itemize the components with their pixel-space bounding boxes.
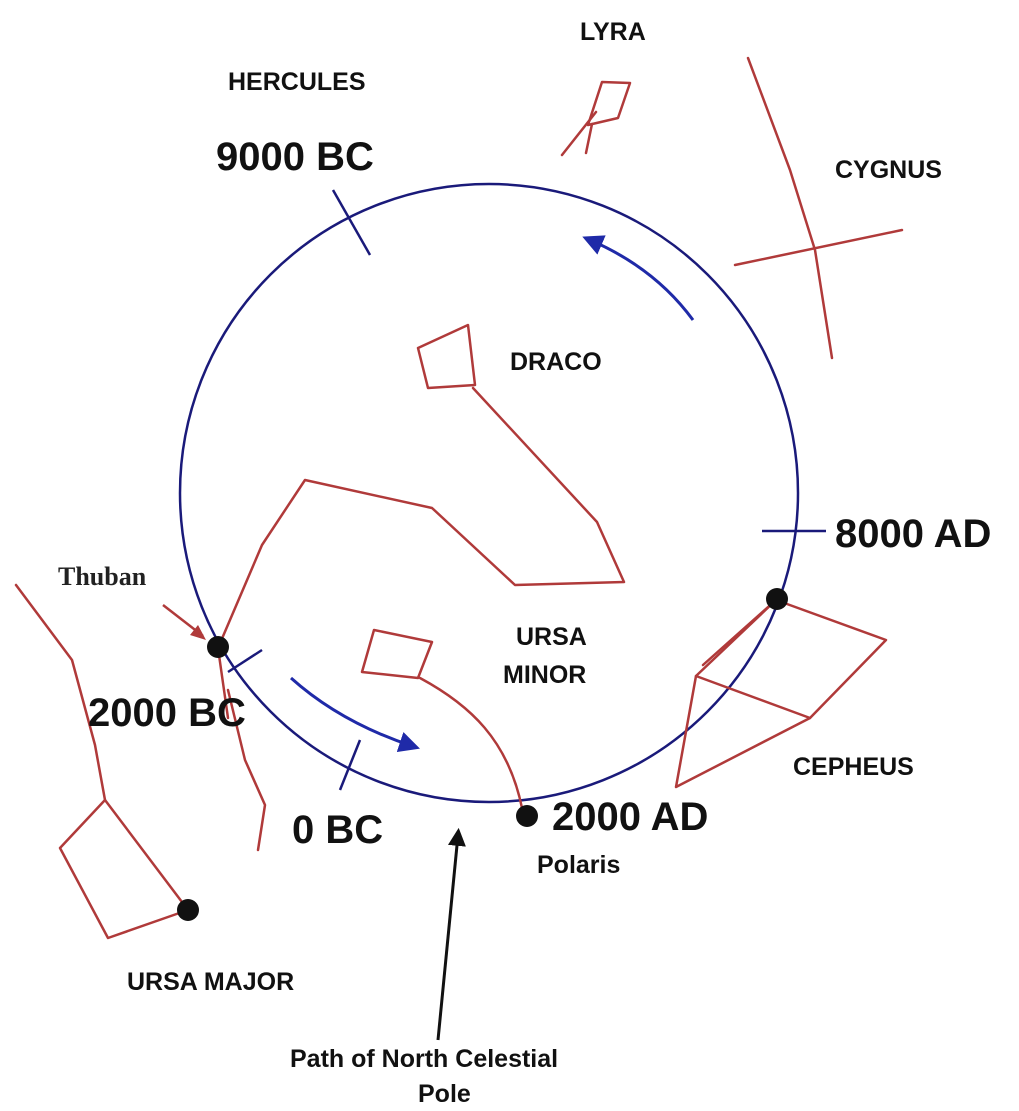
label-9000-bc: 9000 BC — [216, 135, 374, 179]
precession-arrow-top — [590, 240, 693, 320]
label-draco: DRACO — [510, 348, 602, 376]
label-ursa-major: URSA MAJOR — [127, 968, 294, 996]
caption-line-2: Pole — [418, 1080, 471, 1108]
thuban-star — [207, 636, 229, 658]
cygnus-constellation-line-2 — [735, 230, 902, 265]
label-0-bc: 0 BC — [292, 808, 383, 852]
label-ursa-minor-2: MINOR — [503, 661, 586, 689]
ursa-minor-handle-line — [420, 678, 522, 808]
label-cepheus: CEPHEUS — [793, 753, 914, 781]
draco-head-lines — [418, 325, 475, 388]
polaris-star — [516, 805, 538, 827]
tick-2000-bc — [228, 650, 262, 672]
label-ursa-minor-1: URSA — [516, 623, 587, 651]
label-polaris: Polaris — [537, 851, 620, 879]
label-lyra: LYRA — [580, 18, 646, 46]
ursa-minor-lines — [362, 630, 432, 678]
cepheus-cross-line-1 — [696, 676, 810, 718]
label-8000-ad: 8000 AD — [835, 512, 991, 556]
ursa-major-star — [177, 899, 199, 921]
lyra-constellation-lines — [588, 82, 630, 125]
lyra-constellation-line-3 — [586, 124, 592, 153]
cepheus-star — [766, 588, 788, 610]
label-2000-bc: 2000 BC — [88, 691, 246, 735]
label-thuban: Thuban — [58, 562, 147, 591]
caption-line-1: Path of North Celestial — [290, 1045, 558, 1073]
label-2000-ad: 2000 AD — [552, 795, 708, 839]
label-cygnus: CYGNUS — [835, 156, 942, 184]
celestial-pole-path-circle — [180, 184, 798, 802]
cygnus-constellation-line-1 — [748, 58, 832, 358]
label-hercules: HERCULES — [228, 68, 366, 96]
precession-arrow-bottom — [291, 678, 412, 746]
ursa-major-lines — [60, 800, 188, 938]
ncp-pointer-arrow — [438, 835, 458, 1040]
